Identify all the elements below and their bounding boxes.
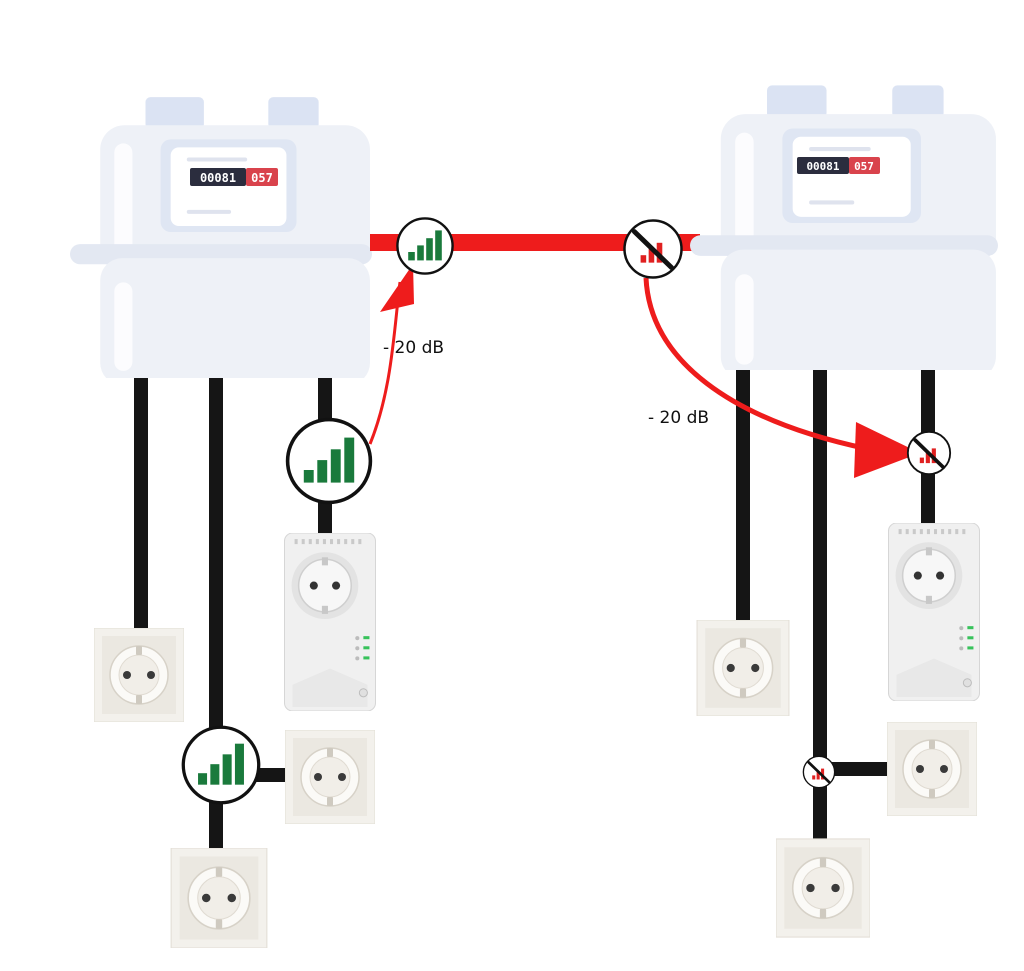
arrow-head-right (854, 422, 920, 478)
left-network: 00081 057 - 20 dB (70, 97, 444, 948)
power-socket-icon (285, 730, 375, 824)
signal-blocked-icon (624, 220, 681, 277)
right-meter: 00081 057 (690, 85, 998, 370)
attenuation-arrow-right (643, 277, 869, 452)
left-attenuation-label: - 20 dB (383, 338, 444, 358)
power-socket-icon (776, 838, 870, 938)
signal-bars-icon (181, 725, 261, 805)
signal-bars-icon (396, 217, 454, 275)
power-socket-icon (696, 620, 790, 716)
right-network: 00081 057 - 20 dB (624, 85, 998, 938)
arrow-head-left (380, 264, 414, 312)
power-socket-icon (94, 628, 184, 722)
power-socket-icon (170, 848, 268, 948)
powerline-adapter-icon (284, 533, 376, 711)
utility-meter-icon (70, 97, 372, 378)
utility-meter-icon (690, 85, 998, 370)
left-meter-reading-red: 057 (251, 171, 273, 185)
right-attenuation-label: - 20 dB (648, 408, 709, 428)
signal-blocked-icon (906, 430, 952, 476)
signal-blocked-icon (802, 755, 836, 789)
right-meter-reading-black: 00081 (806, 160, 839, 173)
powerline-adapter-icon (888, 523, 980, 701)
left-meter-reading-black: 00081 (200, 171, 236, 185)
power-socket-icon (887, 722, 977, 816)
signal-bars-icon (285, 417, 373, 505)
right-meter-reading-red: 057 (854, 160, 874, 173)
left-meter: 00081 057 (70, 97, 372, 378)
